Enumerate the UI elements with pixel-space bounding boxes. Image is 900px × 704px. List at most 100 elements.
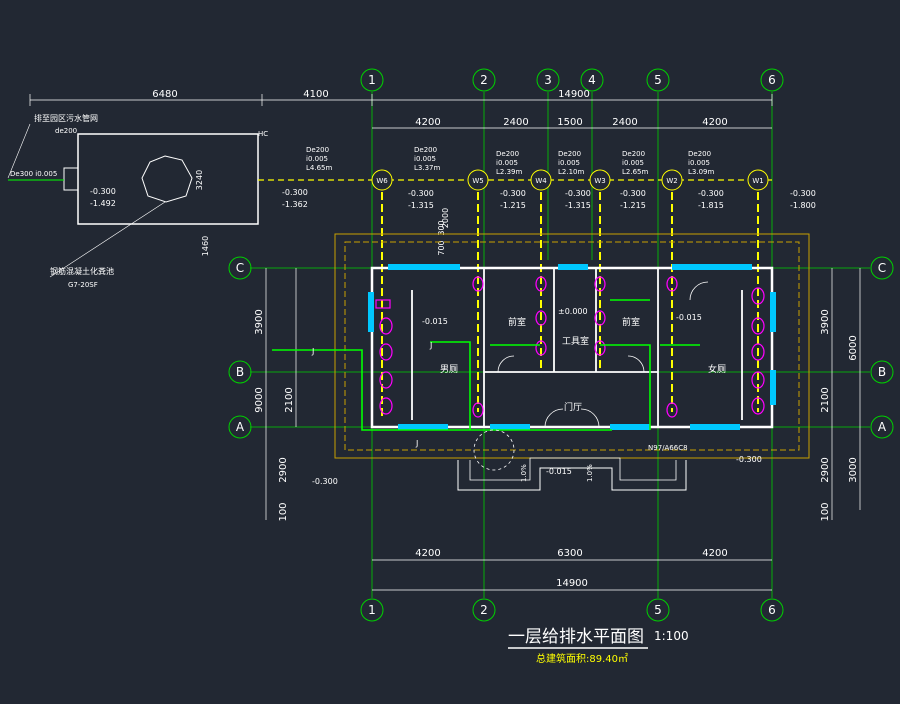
axis-label-1-bottom: 1 [368, 603, 376, 617]
entrance-steps-inner [469, 457, 677, 481]
manhole-w6: W6 [371, 169, 393, 420]
fixture-mid-6 [594, 340, 606, 356]
toilet-women-5 [751, 397, 765, 415]
elev-women: -0.015 [676, 313, 702, 322]
axis-label-b-left: B [236, 365, 244, 379]
window-top-1 [388, 264, 460, 270]
basin-women-1 [666, 276, 678, 292]
dim-top-inner-3: 1500 [557, 117, 582, 128]
toilet-men-3 [379, 371, 393, 389]
axis-bubbles-bottom: 1 2 5 6 [360, 598, 784, 622]
axis-bubble-6-bottom [760, 598, 784, 622]
hc-elev-out: -1.362 [282, 200, 308, 209]
dim-right-6000: 6000 [848, 335, 859, 360]
w5-elev-bot: -1.215 [500, 201, 526, 210]
axis-bubble-4-top [580, 68, 604, 92]
water-label-3: J [415, 439, 418, 448]
axis-label-2-bottom: 2 [480, 603, 488, 617]
toilet-men-1 [379, 317, 393, 335]
axis-label-a-left: A [236, 420, 245, 434]
water-supply-pipes [272, 299, 700, 431]
dim-left-9000: 9000 [254, 387, 265, 412]
fixtures-women [666, 276, 765, 418]
basin-women-2 [666, 402, 678, 418]
elev-outside-left: -0.300 [312, 477, 338, 486]
tank-label: 钢筋混凝土化粪池 [50, 266, 114, 276]
pipe-spec-4-i: i0.005 [558, 159, 580, 167]
basin-men-1 [472, 276, 484, 292]
manhole-w6-label: W6 [376, 177, 388, 185]
room-labels: 男厕 女厕 前室 前室 工具室 门厅 [440, 316, 726, 413]
dim-1460: 1460 [201, 236, 210, 256]
axis-label-a-right: A [878, 420, 887, 434]
axis-label-5-top: 5 [654, 73, 662, 87]
dim-top-inner-1: 4200 [415, 117, 440, 128]
axis-bubble-a-right [870, 415, 894, 439]
axis-label-1-top: 1 [368, 73, 376, 87]
pipe-spec-2-l: L3.37m [414, 164, 440, 172]
window-bottom-3 [610, 424, 650, 430]
axis-bubble-3-top [536, 68, 560, 92]
urinal-1 [375, 299, 391, 309]
dim-left-3900: 3900 [254, 309, 265, 334]
pipe-spec-4-l: L2.10m [558, 168, 584, 176]
axis-label-6-bottom: 6 [768, 603, 776, 617]
axis-bubble-1-top [360, 68, 384, 92]
axis-label-4-top: 4 [588, 73, 596, 87]
manhole-elevations: -0.300 -1.315 -0.300 -1.215 -0.300 -1.31… [408, 189, 816, 210]
w5-elev-top: -0.300 [500, 189, 526, 198]
window-bottom-2 [490, 424, 530, 430]
axis-bubble-2-bottom [472, 598, 496, 622]
tank-manhole [141, 155, 193, 203]
tank-hc-label: HC [258, 130, 268, 138]
dim-bottom-total: 14900 [556, 578, 588, 589]
axis-bubble-1-bottom [360, 598, 384, 622]
drawing-title: 一层给排水平面图 [508, 627, 644, 647]
axis-bubble-6-top [760, 68, 784, 92]
axis-bubbles-top: 1 2 3 4 5 6 [360, 68, 784, 92]
pipe-spec-6-i: i0.005 [688, 159, 710, 167]
basin-men-2 [472, 402, 484, 418]
toilet-women-2 [751, 317, 765, 335]
dim-top-inner-2: 2400 [503, 117, 528, 128]
tank-code: G7-20SF [68, 281, 98, 289]
w4-elev-top: -0.300 [565, 189, 591, 198]
fixtures-middle [535, 276, 606, 356]
dim-bottom-1: 4200 [415, 548, 440, 559]
dim-right-2900: 2900 [820, 457, 831, 482]
axis-label-c-right: C [878, 261, 886, 275]
room-hall: 门厅 [564, 401, 582, 413]
w6-elev-bot: -1.315 [408, 201, 434, 210]
water-label-2: J [429, 341, 432, 350]
bottom-dimension-lines [372, 559, 772, 591]
interior-walls [411, 268, 743, 427]
tank-leader [49, 201, 166, 278]
elev-outside-right: -0.300 [736, 455, 762, 464]
manhole-w2: W2 [661, 169, 683, 412]
manhole-w4: W4 [530, 169, 552, 370]
fixture-mid-5 [594, 310, 606, 326]
pipe-spec-3-d: De200 [496, 150, 519, 158]
w1-elev-top: -0.300 [790, 189, 816, 198]
right-dimension-lines [831, 268, 861, 520]
fixture-mid-2 [535, 310, 547, 326]
door-women-front [627, 355, 645, 373]
manhole-w3: W3 [589, 169, 611, 370]
sewer-dn-label: de200 [55, 127, 77, 135]
pipe-spec-6-d: De200 [688, 150, 711, 158]
axis-bubble-5-top [646, 68, 670, 92]
manhole-w1: W1 [747, 169, 769, 412]
pipe-spec-1-i: i0.005 [306, 155, 328, 163]
hc-elev-in: -0.300 [282, 188, 308, 197]
toilet-men-2 [379, 343, 393, 361]
toilet-women-1 [751, 287, 765, 305]
elev-tool: ±0.000 [558, 307, 588, 316]
manhole-w1-label: W1 [752, 177, 763, 185]
room-men: 男厕 [440, 364, 458, 375]
dim-left-2900: 2900 [278, 457, 289, 482]
manholes: W6 W5 W4 W3 W2 W1 [371, 169, 769, 420]
room-tool: 工具室 [562, 335, 589, 347]
w2-elev-top: -0.300 [698, 189, 724, 198]
pipe-spec-5-i: i0.005 [622, 159, 644, 167]
toilet-men-4 [379, 397, 393, 415]
